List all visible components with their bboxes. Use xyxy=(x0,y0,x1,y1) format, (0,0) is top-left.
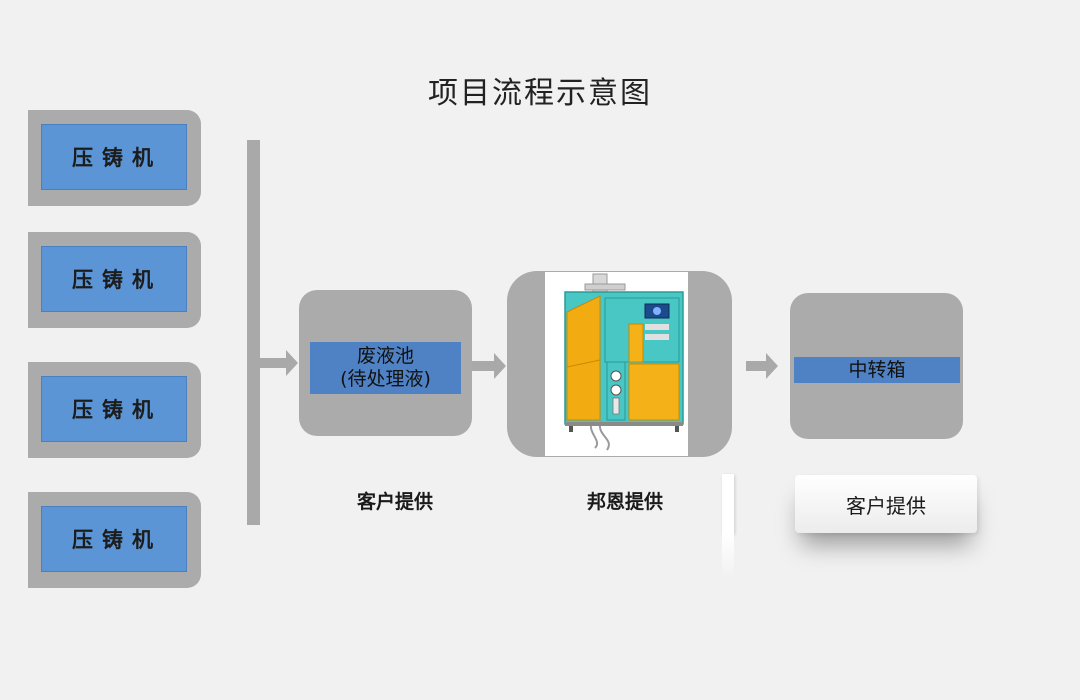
waste-pool-subtitle: (待处理液) xyxy=(340,368,431,390)
die-casting-machine-4: 压铸机 xyxy=(28,492,201,588)
die-casting-machine-label: 压铸机 xyxy=(41,246,187,312)
caption-customer-provided: 客户提供 xyxy=(356,491,433,513)
flow-arrow-icon xyxy=(260,350,298,376)
flow-arrow-icon xyxy=(746,353,778,379)
treatment-equipment-image xyxy=(545,272,688,456)
flow-arrow-icon xyxy=(472,353,506,379)
caption-bangen-provided: 邦恩提供 xyxy=(586,491,663,513)
transfer-box-label: 中转箱 xyxy=(794,357,960,383)
caption-customer-provided-card: 客户提供 xyxy=(795,475,977,533)
waste-pool-label: 废液池 (待处理液) xyxy=(310,342,461,394)
die-casting-machine-label: 压铸机 xyxy=(41,506,187,572)
transfer-box-node: 中转箱 xyxy=(790,293,963,439)
die-casting-machine-2: 压铸机 xyxy=(28,232,201,328)
shadow-sliver xyxy=(722,474,734,534)
shadow-fade xyxy=(722,534,734,579)
die-casting-machine-label: 压铸机 xyxy=(41,376,187,442)
diagram-title: 项目流程示意图 xyxy=(428,76,652,111)
die-casting-machine-1: 压铸机 xyxy=(28,110,201,206)
die-casting-machine-3: 压铸机 xyxy=(28,362,201,458)
collector-bar xyxy=(247,140,260,525)
die-casting-machine-label: 压铸机 xyxy=(41,124,187,190)
waste-pool-title: 废液池 xyxy=(356,345,414,367)
waste-pool-node: 废液池 (待处理液) xyxy=(299,290,472,436)
